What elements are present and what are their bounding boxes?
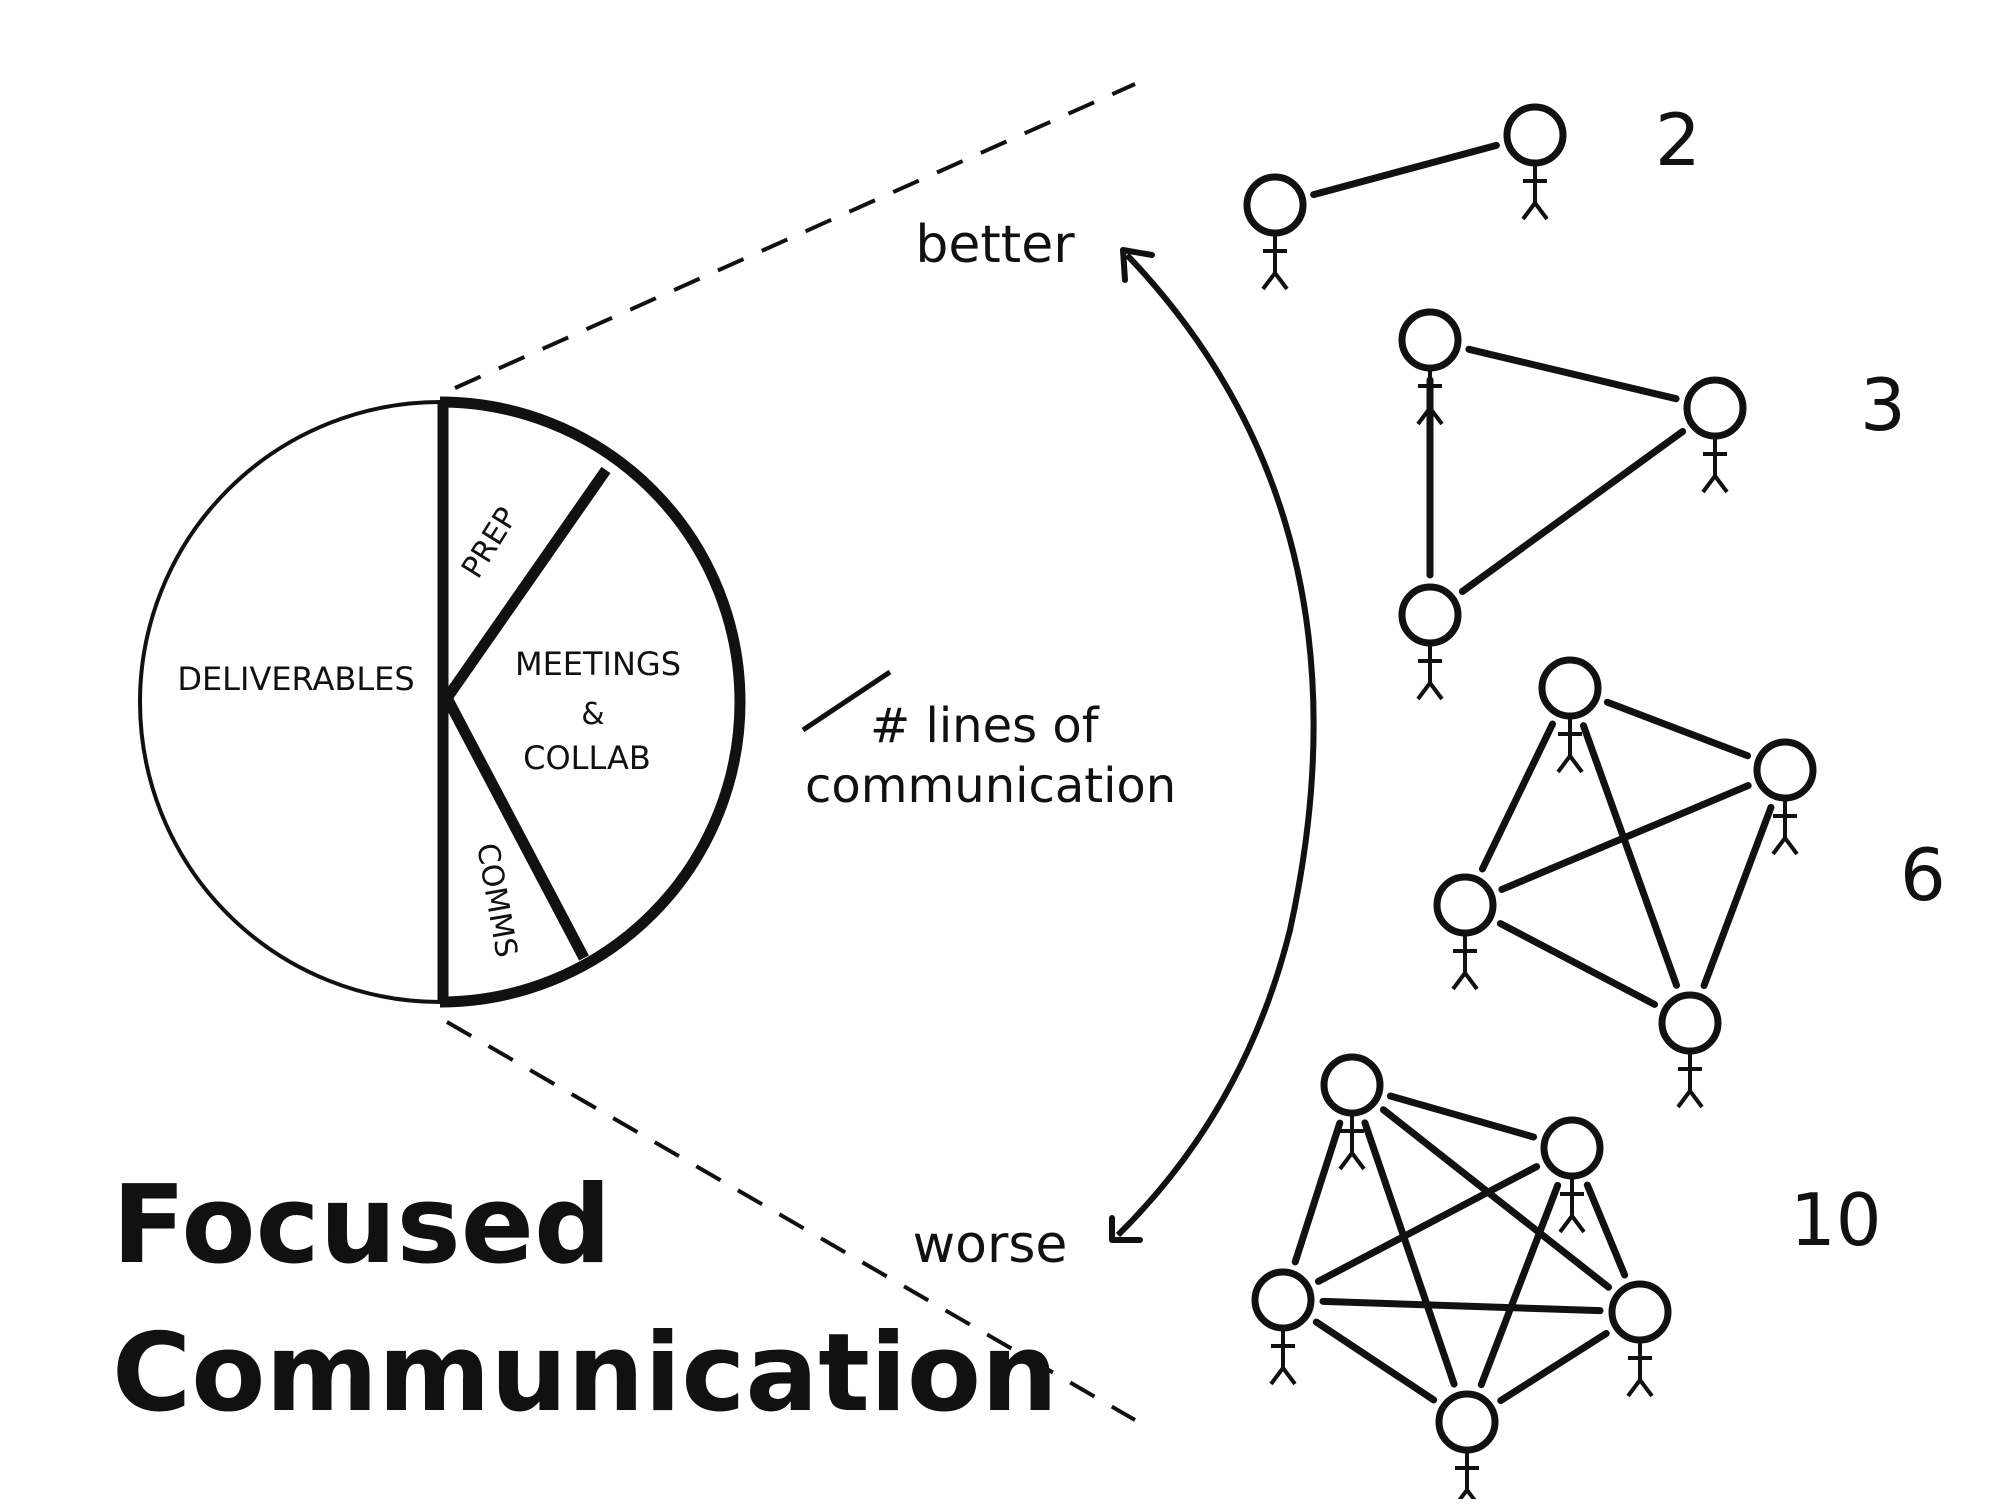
person-icon <box>1540 1116 1604 1234</box>
communication-groups: 2 3 6 10 <box>1243 98 1946 1504</box>
person-icon <box>1503 103 1567 221</box>
person-icon <box>1658 991 1722 1109</box>
person-icon <box>1398 308 1462 426</box>
group-10: 10 <box>1251 1053 1882 1504</box>
arrowhead-bottom <box>1109 1215 1143 1243</box>
person-icon <box>1320 1053 1384 1171</box>
title-line1: Focused <box>112 1163 611 1288</box>
communication-line <box>1312 1318 1438 1404</box>
communication-line <box>1478 720 1557 873</box>
communication-line <box>1291 1119 1344 1266</box>
legend-line2: communication <box>805 758 1176 814</box>
legend-line-sample <box>801 669 892 733</box>
pie-label-comms: COMMS <box>469 841 524 961</box>
pie-label-meetings: MEETINGS <box>515 645 681 683</box>
person-icon <box>1683 376 1747 494</box>
communication-line <box>1319 1297 1604 1315</box>
communication-line <box>1361 1119 1458 1388</box>
person-icon <box>1243 173 1307 291</box>
pie-comms-divider <box>442 695 589 961</box>
person-icon <box>1251 1268 1315 1386</box>
scale-arrow-curve <box>1115 252 1317 1238</box>
pie-label-and: & <box>581 697 604 732</box>
person-icon <box>1538 656 1602 774</box>
group-2: 2 <box>1243 98 1701 291</box>
title-line2: Communication <box>112 1311 1058 1436</box>
person-icon <box>1433 873 1497 991</box>
pie-label-prep: PREP <box>455 501 525 584</box>
communication-line <box>1379 1106 1613 1291</box>
person-icon <box>1753 738 1817 856</box>
group-6: 6 <box>1433 656 1946 1109</box>
group-line-count: 6 <box>1900 833 1946 917</box>
communication-line <box>1579 722 1681 989</box>
pie-deliverables-slice <box>138 400 441 1004</box>
communication-line <box>1498 782 1752 893</box>
person-icon <box>1435 1390 1499 1504</box>
pie-right-outline <box>439 396 746 1008</box>
pie-label-deliverables: DELIVERABLES <box>177 660 414 698</box>
communication-line <box>1477 1181 1562 1389</box>
legend: # lines of communication <box>801 669 1176 814</box>
legend-line1: # lines of <box>870 698 1100 754</box>
pie-chart: DELIVERABLES PREP MEETINGS & COLLAB COMM… <box>138 396 746 1008</box>
group-line-count: 10 <box>1790 1178 1882 1262</box>
communication-line <box>1497 1329 1610 1405</box>
pie-prep-divider <box>442 466 611 702</box>
communication-line <box>1310 141 1500 199</box>
communication-line <box>1583 1181 1629 1279</box>
communication-line <box>1603 698 1752 760</box>
communication-line <box>1386 1092 1538 1141</box>
pie-label-collab: COLLAB <box>523 739 651 777</box>
communication-line <box>1458 428 1687 595</box>
group-line-count: 3 <box>1860 363 1906 447</box>
group-3: 3 <box>1398 308 1906 701</box>
scale-arrow: better worse <box>913 215 1317 1275</box>
person-icon <box>1608 1280 1672 1398</box>
label-better: better <box>915 215 1075 275</box>
communication-line <box>1314 1163 1541 1285</box>
communication-line <box>1465 345 1680 403</box>
label-worse: worse <box>913 1215 1068 1275</box>
person-icon <box>1398 583 1462 701</box>
communication-line <box>1496 920 1659 1008</box>
arrowhead-top <box>1120 247 1155 283</box>
group-line-count: 2 <box>1655 98 1701 182</box>
communication-line <box>1700 803 1775 990</box>
perspective-line-bottom <box>445 1020 1137 1422</box>
